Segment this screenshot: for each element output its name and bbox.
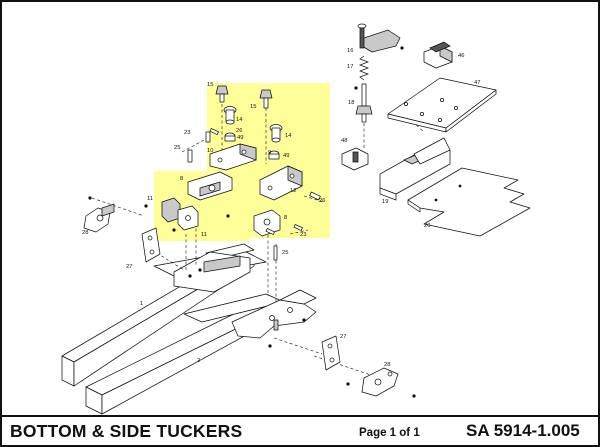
plate-20	[407, 167, 531, 237]
callout-18: 18	[348, 100, 354, 106]
bracket-28-left	[83, 203, 115, 233]
pin-25-upper	[187, 149, 193, 163]
tucker-bracket-12	[259, 165, 303, 201]
bolt-18	[355, 83, 373, 123]
screw-15-right	[259, 89, 273, 109]
loose-fastener-dots	[88, 46, 416, 398]
callout-23: 23	[300, 232, 306, 238]
diagram-title: BOTTOM & SIDE TUCKERS	[10, 421, 243, 441]
callout-28: 28	[384, 362, 390, 368]
callout-19: 19	[382, 199, 388, 205]
callout-11: 11	[147, 196, 153, 202]
callout-14: 14	[236, 117, 243, 123]
callout-15: 15	[207, 82, 213, 88]
assembly-code: SA 5914-1.005	[466, 421, 580, 440]
block-46	[423, 41, 453, 69]
footer-bar: BOTTOM & SIDE TUCKERS Page 1 of 1 SA 591…	[2, 415, 598, 447]
clamp-8-upper	[187, 171, 233, 201]
knob-handle-16	[357, 23, 401, 53]
bracket-19	[379, 137, 451, 201]
callout-14: 14	[285, 133, 292, 139]
callout-23: 23	[184, 130, 190, 136]
callout-1: 1	[140, 301, 143, 307]
spring-17	[359, 55, 369, 81]
callout-26: 26	[319, 198, 325, 204]
callout-8: 8	[180, 176, 183, 182]
callout-8: 8	[284, 215, 287, 221]
bracket-27-right	[321, 335, 341, 371]
spacer-49-right	[268, 150, 280, 160]
mounting-bracket-plate	[231, 289, 317, 339]
bolt-14-right	[269, 124, 283, 143]
callout-49: 49	[237, 135, 243, 141]
callout-27: 27	[126, 264, 132, 270]
callout-47: 47	[474, 80, 480, 86]
page-indicator: Page 1 of 1	[359, 427, 420, 439]
callout-49: 49	[283, 153, 289, 159]
callout-16: 16	[347, 48, 353, 54]
callout-12: 12	[290, 188, 296, 194]
callout-11: 11	[201, 232, 207, 238]
tucker-bracket-10	[209, 143, 257, 171]
callout-20: 20	[424, 223, 430, 229]
callout-48: 48	[341, 138, 347, 144]
callout-10: 10	[207, 148, 213, 154]
callout-26: 26	[236, 128, 242, 134]
callout-28: 28	[82, 230, 88, 236]
callout-25: 25	[282, 250, 288, 256]
pin-25-lower	[273, 245, 278, 261]
bracket-28-right	[361, 367, 399, 397]
clamp-8-lower	[253, 209, 281, 237]
callout-27: 27	[340, 334, 346, 340]
screw-15-left	[215, 85, 229, 103]
callout-46: 46	[458, 53, 464, 59]
pin-23-upper	[205, 131, 211, 143]
block-11-left	[161, 197, 199, 231]
bracket-27-left	[141, 227, 161, 263]
bolt-14-left	[223, 106, 237, 125]
spacer-49-left	[224, 132, 236, 142]
callout-17: 17	[347, 64, 353, 70]
pin-23-right	[293, 224, 303, 231]
pin-23-lower	[265, 228, 275, 235]
nut-48	[341, 147, 369, 171]
rail-mounting-block	[173, 251, 251, 293]
pin-26-upper	[209, 128, 219, 135]
exploded-parts-drawing: 1 2 8 8 9 10 11 11 12 14 14 15 15 16 17 …	[61, 23, 531, 415]
plate-47	[387, 77, 497, 133]
callout-9: 9	[268, 150, 271, 156]
callout-25: 25	[174, 145, 180, 151]
callout-15: 15	[250, 104, 256, 110]
callout-2: 2	[197, 358, 200, 364]
pin-26-right	[309, 191, 321, 201]
